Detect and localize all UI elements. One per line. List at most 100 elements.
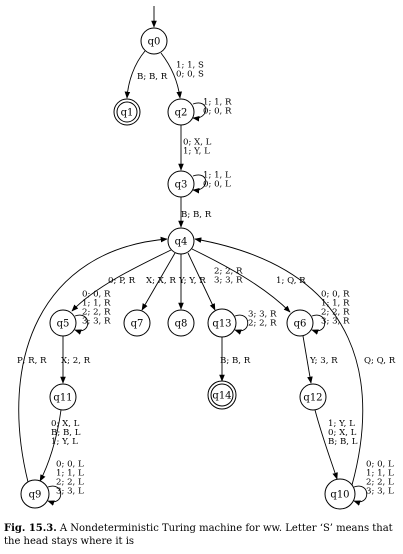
transition-rule: 2; 2, L [366, 478, 394, 488]
e-q4-q8-label: Y; Y, R [178, 276, 206, 286]
transition-rule: 0; 0, R [321, 290, 350, 300]
transition-rule: 3; 3, R [82, 317, 111, 327]
state-diagram: q0 q1 q2 q3 q4 q5 q6 q7 q8 q9 q10 q11 q12 q13 q14 B; B… [17, 6, 396, 510]
transition-rule: 1; 1, R [321, 299, 350, 309]
transition-rule: 2; 2, R [321, 308, 350, 318]
figure-caption: Fig. 15.3. A Nondeterministic Turing mac… [4, 522, 400, 548]
transition-rule: 0; X, L [328, 428, 357, 438]
state-q12: q12 [299, 383, 327, 411]
state-label: q12 [303, 393, 322, 404]
state-label: q5 [57, 319, 70, 330]
state-q13: q13 [207, 308, 237, 338]
transition-rule: 0; 0, R [203, 107, 232, 117]
state-label: q0 [148, 37, 161, 48]
e-q2-q2-arrow [192, 102, 207, 122]
transition-rule: 0; 0, L [203, 180, 231, 190]
e-q5-q5-arrow [74, 314, 89, 335]
transition-rule: 0; X, L [183, 138, 212, 148]
state-label: q6 [294, 319, 307, 330]
accepting-ring [116, 101, 138, 123]
state-label: q9 [29, 490, 42, 501]
state-q4: q4 [167, 227, 195, 255]
e-q4-q5-arrow [71, 249, 172, 312]
transition-rule: 1; 1, S [176, 61, 204, 71]
state-label: q7 [131, 319, 144, 330]
transition-rule: Y; 3, R [309, 356, 338, 366]
transition-rule: Q; Q, R [364, 356, 396, 366]
transition-rule: 1; Y, L [51, 437, 78, 447]
state-label: q10 [330, 490, 349, 501]
transition-rule: 0; P, R [108, 276, 136, 286]
transition-rule: 1; Q, R [276, 276, 306, 286]
state-q3: q3 [167, 170, 195, 198]
e-q3-q4-label: B; B, R [181, 210, 212, 220]
e-q4-q7-label: X; X, R [146, 276, 176, 286]
state-q0: q0 [140, 27, 168, 55]
e-q6-q12-arrow [302, 335, 313, 384]
transition-rule: 1; 1, L [203, 171, 231, 181]
transition-rule: B; B, L [328, 437, 358, 447]
e-q5-q11-label: X; 2, R [61, 356, 91, 366]
e-q4-q7-arrow [141, 252, 176, 311]
e-q4-q6-label: 1; Q, R [276, 276, 306, 286]
transition-rule: 0; X, L [51, 419, 80, 429]
state-q8: q8 [167, 309, 195, 337]
transition-rule: Y; Y, R [178, 276, 206, 286]
e-q10-q10-arrow [353, 485, 368, 506]
e-q6-q12-label: Y; 3, R [309, 356, 338, 366]
transition-rule: 0; 0, L [56, 460, 84, 470]
state-q14: q14 [207, 380, 237, 410]
e-q9-q4-arrow [18, 236, 168, 483]
state-label: q11 [53, 393, 72, 404]
transition-rule: 2; 2, R [248, 319, 277, 329]
state-q9: q9 [20, 479, 50, 509]
state-q7: q7 [123, 309, 151, 337]
e-q11-q9-arrow [39, 409, 62, 482]
transition-rule: 3; 3, L [56, 487, 84, 497]
transition-rule: 3; 3, R [214, 276, 243, 286]
e-q13-q14-label: B; B, R [220, 356, 251, 366]
state-q2: q2 [167, 98, 195, 126]
transition-rule: X; 2, R [61, 356, 91, 366]
transition-rule: 3; 3, L [366, 487, 394, 497]
state-label: q13 [212, 319, 231, 330]
transition-rule: 3; 3, R [321, 317, 350, 327]
transition-rule: B; B, R [220, 356, 251, 366]
transition-rule: B; B, R [181, 210, 212, 220]
state-label: q2 [175, 108, 188, 119]
transition-rule: 3; 3, R [248, 310, 277, 320]
transition-rule: 0; 0, R [82, 290, 111, 300]
transition-rule: B; B, R [137, 72, 168, 82]
e-q9-q9-arrow [47, 485, 62, 506]
e-q4-q13-arrow [187, 252, 216, 311]
state-label: q1 [121, 108, 134, 119]
transition-rule: 1; 1, L [56, 469, 84, 479]
e-q0-q1-label: B; B, R [137, 72, 168, 82]
transition-rule: 1; 1, L [366, 469, 394, 479]
e-q6-q6-arrow [311, 314, 326, 335]
e-q3-q3-arrow [192, 174, 207, 194]
e-q10-q4-label: Q; Q, R [364, 356, 396, 366]
caption-text: A Nondeterministic Turing machine for ww… [4, 523, 393, 547]
state-q5: q5 [49, 309, 77, 337]
e-q4-q5-label: 0; P, R [108, 276, 136, 286]
transition-rule: B; B, L [51, 428, 81, 438]
state-label: q4 [175, 237, 188, 248]
transition-rule: P; R, R [17, 356, 47, 366]
state-label: q3 [175, 180, 188, 191]
transition-rule: 2; 2, R [214, 267, 243, 277]
transition-rule: 1; Y, L [328, 419, 355, 429]
transition-rule: 2; 2, R [82, 308, 111, 318]
